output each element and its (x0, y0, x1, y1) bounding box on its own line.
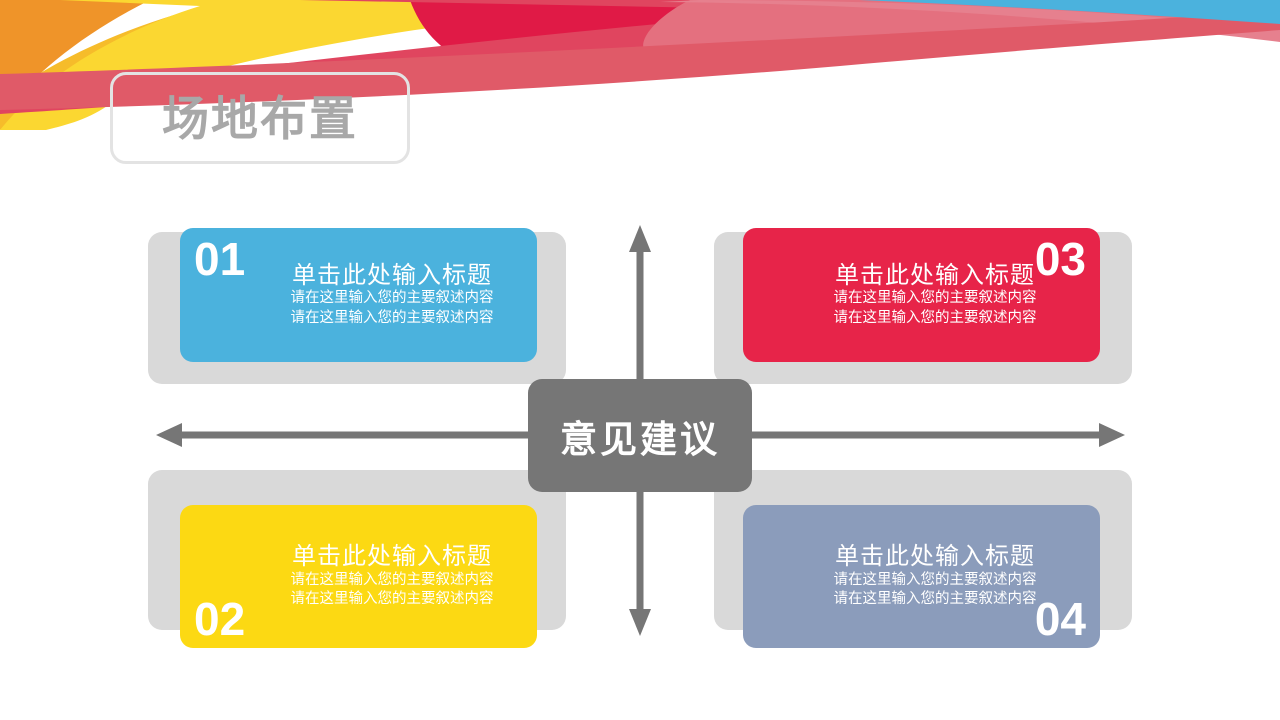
card-body-03: 单击此处输入标题 请在这里输入您的主要叙述内容 请在这里输入您的主要叙述内容 (810, 228, 1060, 362)
card-line2-01: 请在这里输入您的主要叙述内容 (290, 309, 494, 326)
arrow-up-icon (629, 225, 651, 379)
card-line2-04: 请在这里输入您的主要叙述内容 (833, 591, 1037, 608)
arrow-left-icon (156, 423, 528, 447)
card-line1-04: 请在这里输入您的主要叙述内容 (833, 571, 1037, 588)
ribbon-salmon (0, 10, 1280, 110)
card-line2-03: 请在这里输入您的主要叙述内容 (833, 309, 1037, 326)
card-number-02: 02 (194, 593, 246, 645)
card-title-04: 单击此处输入标题 (835, 543, 1035, 571)
ribbon-yellow (0, 0, 740, 130)
card-body-02: 单击此处输入标题 请在这里输入您的主要叙述内容 请在这里输入您的主要叙述内容 (267, 505, 517, 648)
card-number-01: 01 (194, 233, 246, 285)
card-number-03: 03 (1034, 233, 1086, 285)
quadrant-card-03[interactable]: 03 单击此处输入标题 请在这里输入您的主要叙述内容 请在这里输入您的主要叙述内… (743, 228, 1100, 362)
decorative-ribbon-banner (0, 0, 1280, 130)
arrow-right-icon (752, 423, 1125, 447)
page-title: 场地布置 (162, 91, 358, 145)
quadrant-card-04[interactable]: 04 单击此处输入标题 请在这里输入您的主要叙述内容 请在这里输入您的主要叙述内… (743, 505, 1100, 648)
card-title-02: 单击此处输入标题 (292, 543, 492, 571)
card-title-01: 单击此处输入标题 (292, 261, 492, 289)
center-hub[interactable]: 意见建议 (528, 379, 752, 492)
arrow-down-icon (629, 492, 651, 636)
card-line1-03: 请在这里输入您的主要叙述内容 (833, 290, 1037, 307)
slide-title-box: 场地布置 (110, 72, 410, 164)
center-hub-label: 意见建议 (560, 418, 720, 460)
card-line1-02: 请在这里输入您的主要叙述内容 (290, 571, 494, 588)
card-line1-01: 请在这里输入您的主要叙述内容 (290, 290, 494, 307)
ribbon-blue (860, 0, 1280, 24)
card-title-03: 单击此处输入标题 (835, 261, 1035, 289)
quadrant-card-02[interactable]: 02 单击此处输入标题 请在这里输入您的主要叙述内容 请在这里输入您的主要叙述内… (180, 505, 537, 648)
card-number-04: 04 (1034, 593, 1086, 645)
card-body-01: 单击此处输入标题 请在这里输入您的主要叙述内容 请在这里输入您的主要叙述内容 (267, 228, 517, 362)
card-line2-02: 请在这里输入您的主要叙述内容 (290, 591, 494, 608)
quadrant-card-01[interactable]: 01 单击此处输入标题 请在这里输入您的主要叙述内容 请在这里输入您的主要叙述内… (180, 228, 537, 362)
ribbon-orange (0, 0, 150, 118)
card-body-04: 单击此处输入标题 请在这里输入您的主要叙述内容 请在这里输入您的主要叙述内容 (810, 505, 1060, 648)
